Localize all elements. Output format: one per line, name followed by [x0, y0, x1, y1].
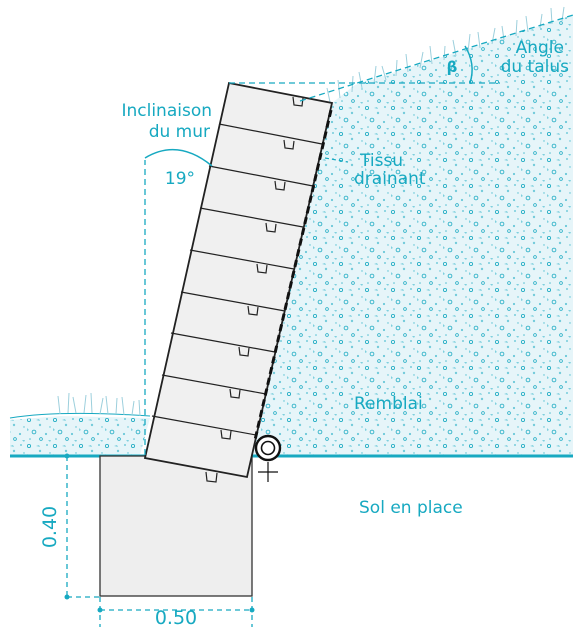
inclinaison-label-2: du mur: [149, 122, 210, 142]
front-soil-region: [10, 416, 150, 455]
height-dimension-label: 0.40: [39, 506, 61, 548]
drainage-fabric: [253, 109, 333, 441]
inclinaison-label-1: Inclinaison: [121, 101, 212, 121]
inclination-angle-value: 19°: [165, 169, 195, 189]
angle-talus-label-1: Angle: [516, 38, 564, 58]
retaining-wall: [143, 81, 334, 483]
tissu-label-2: drainant: [354, 169, 426, 189]
dimension-arrow-icon: [66, 456, 253, 627]
footing: [99, 455, 253, 597]
slope-guide: [299, 14, 573, 102]
beta-symbol: β: [447, 58, 458, 76]
inclination-arc: [144, 148, 213, 167]
width-dimension-label: 0.50: [155, 607, 197, 627]
grass-tuft-icon: [57, 392, 141, 417]
beta-arc: [464, 45, 473, 84]
tissu-label-1: Tissu: [359, 151, 403, 171]
drain-pipe-icon: [254, 434, 282, 482]
sol-en-place-label: Sol en place: [359, 498, 463, 518]
remblai-label: Remblai: [354, 394, 423, 414]
angle-talus-label-2: du talus: [501, 57, 570, 77]
